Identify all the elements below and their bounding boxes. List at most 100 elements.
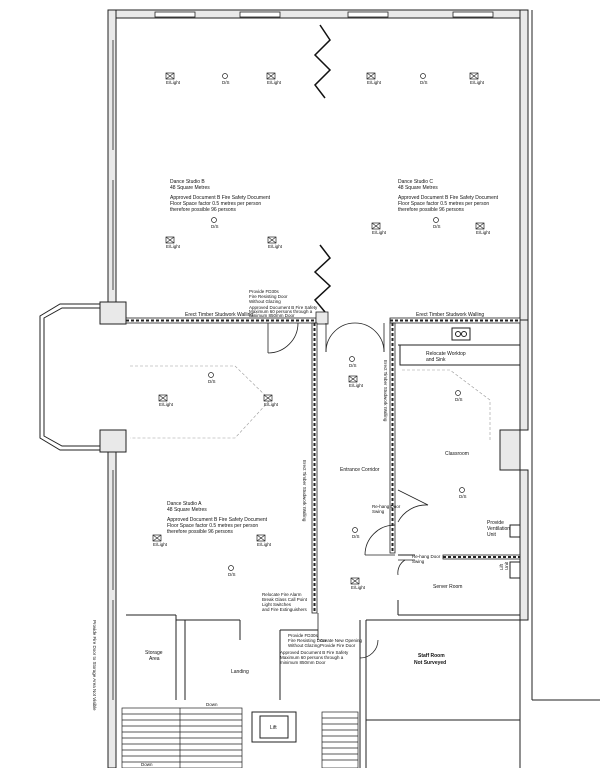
studio-b-note-2: Floor Space factor 0.5 metres per person	[170, 201, 261, 207]
svg-text:Relocate Fire Alarm: Relocate Fire Alarm	[262, 592, 302, 597]
emergency-light-icon: E/Light	[263, 394, 279, 407]
studio-b-note-3: therefore possible 96 persons	[170, 207, 236, 213]
emergency-light-label: E/Light	[153, 542, 168, 547]
studio-c-note-3: therefore possible 96 persons	[398, 207, 464, 213]
detector-icon: D/S	[420, 73, 428, 85]
stairs-down-label-2: Down	[141, 762, 153, 767]
right-wall-bottom	[519, 469, 529, 621]
svg-text:Re-hang Door: Re-hang Door	[412, 554, 441, 559]
detector-icon: D/S	[433, 217, 441, 229]
svg-text:Create New Opening: Create New Opening	[320, 638, 363, 643]
emergency-light-icon: E/Light	[366, 72, 382, 85]
detector-icon: D/S	[208, 372, 216, 384]
svg-text:Re-hang Door: Re-hang Door	[372, 504, 401, 509]
server-room-label: Server Room	[433, 584, 462, 590]
lift-label: Lift	[270, 725, 277, 731]
studio-b-label: Dance Studio B 48 Square Metres Approved…	[170, 179, 271, 213]
studio-c-note-2: Floor Space factor 0.5 metres per person	[398, 201, 489, 207]
lift-unit-note: Lift Unit	[499, 561, 509, 570]
svg-text:Without Glazing: Without Glazing	[288, 643, 320, 648]
emergency-light-icon: E/Light	[475, 222, 491, 235]
detector-label: D/S	[352, 534, 360, 539]
detector-icon: D/S	[352, 527, 360, 539]
landing-label: Landing	[231, 669, 249, 675]
emergency-light-label: E/Light	[257, 542, 272, 547]
svg-text:Swing: Swing	[372, 509, 385, 514]
emergency-light-label: E/Light	[159, 402, 174, 407]
staff-room-label-1: Staff Room	[418, 653, 445, 659]
svg-text:Maximum 60 persons through a: Maximum 60 persons through a	[280, 655, 344, 660]
outer-walls	[107, 9, 600, 768]
detector-label: D/S	[228, 572, 236, 577]
detector-label: D/S	[433, 224, 441, 229]
bay-window	[39, 301, 127, 453]
detector-label: D/S	[211, 224, 219, 229]
stairs-down-label-1: Down	[206, 702, 218, 707]
studio-a-note-3: therefore possible 96 persons	[167, 529, 233, 535]
right-wall	[519, 9, 529, 321]
right-wall-lower	[519, 319, 529, 431]
classroom-label: Classroom	[445, 451, 469, 457]
studio-a-name: Dance Studio A	[167, 501, 202, 507]
emergency-light-label: E/Light	[372, 230, 387, 235]
studwork-wall-vertical	[311, 322, 396, 614]
vent-unit	[509, 524, 521, 538]
svg-text:Provide FD30s: Provide FD30s	[249, 289, 280, 294]
landing-fire-door-note: Provide FD30s Fire Resisting Door Withou…	[288, 633, 327, 648]
studio-b-name: Dance Studio B	[170, 179, 205, 185]
folding-partition	[313, 24, 332, 313]
lift-unit-box	[509, 561, 521, 579]
create-new-opening-note: Create New Opening Provide Fire Door	[320, 638, 363, 648]
studwork-label-vertical-right: Erect Timber Studwork Walling	[383, 360, 388, 422]
storage-label-1: Storage	[145, 650, 163, 656]
studwork-label-right: Erect Timber Studwork Walling	[416, 312, 484, 318]
svg-text:Approved Document B Fire Safet: Approved Document B Fire Safety	[249, 305, 318, 310]
svg-text:Ventilation: Ventilation	[487, 526, 510, 532]
bay-pier-top	[99, 301, 127, 325]
top-windows	[154, 11, 494, 18]
classroom-door-note: Re-hang Door Swing	[372, 504, 401, 514]
studio-a-label: Dance Studio A 48 Square Metres Approved…	[167, 501, 268, 535]
emergency-light-label: E/Light	[267, 80, 282, 85]
relocate-fire-alarm-note: Relocate Fire Alarm Break Glass Call Poi…	[262, 592, 308, 612]
svg-text:Relocate Worktop: Relocate Worktop	[426, 351, 466, 357]
bottom-structures	[126, 614, 521, 768]
studio-c-area: 48 Square Metres	[398, 185, 438, 191]
svg-text:minimum 850mm Door: minimum 850mm Door	[249, 313, 295, 318]
detector-label: D/S	[208, 379, 216, 384]
detector-icon: D/S	[228, 565, 236, 577]
emergency-light-icon: E/Light	[371, 222, 387, 235]
emergency-light-label: E/Light	[351, 585, 366, 590]
window-1	[154, 11, 196, 18]
emergency-light-icon: E/Light	[267, 236, 283, 249]
bay-pier-bottom	[99, 429, 127, 453]
window-4	[452, 11, 494, 18]
emergency-light-icon: E/Light	[266, 72, 282, 85]
emergency-light-icon: E/Light	[165, 236, 181, 249]
dashed-outlines	[130, 365, 491, 440]
studwork-label-vertical-left: Erect Timber Studwork Walling	[302, 460, 307, 522]
detector-icon: D/S	[222, 73, 230, 85]
left-wall-lower	[107, 437, 117, 768]
stairs	[121, 707, 359, 768]
emergency-light-label: E/Light	[367, 80, 382, 85]
storage-label-2: Area	[149, 656, 160, 662]
emergency-light-label: E/Light	[470, 80, 485, 85]
emergency-light-icon: E/Light	[256, 534, 272, 547]
detector-label: D/S	[222, 80, 230, 85]
approved-doc-top-note: Approved Document B Fire Safety Maximum …	[249, 305, 318, 318]
emergency-light-label: E/Light	[264, 402, 279, 407]
detector-label: D/S	[455, 397, 463, 402]
svg-text:Fire Resisting Door: Fire Resisting Door	[249, 294, 288, 299]
emergency-light-label: E/Light	[349, 383, 364, 388]
emergency-light-icon: E/Light	[152, 534, 168, 547]
svg-text:Light Switches: Light Switches	[262, 602, 292, 607]
window-2	[239, 11, 281, 18]
emergency-light-label: E/Light	[166, 244, 181, 249]
emergency-light-label: E/Light	[476, 230, 491, 235]
emergency-light-icon: E/Light	[158, 394, 174, 407]
svg-text:and Sink: and Sink	[426, 357, 446, 363]
storage-fire-door-note: Provide Fire Door to Storage Area Not Vi…	[92, 620, 97, 711]
